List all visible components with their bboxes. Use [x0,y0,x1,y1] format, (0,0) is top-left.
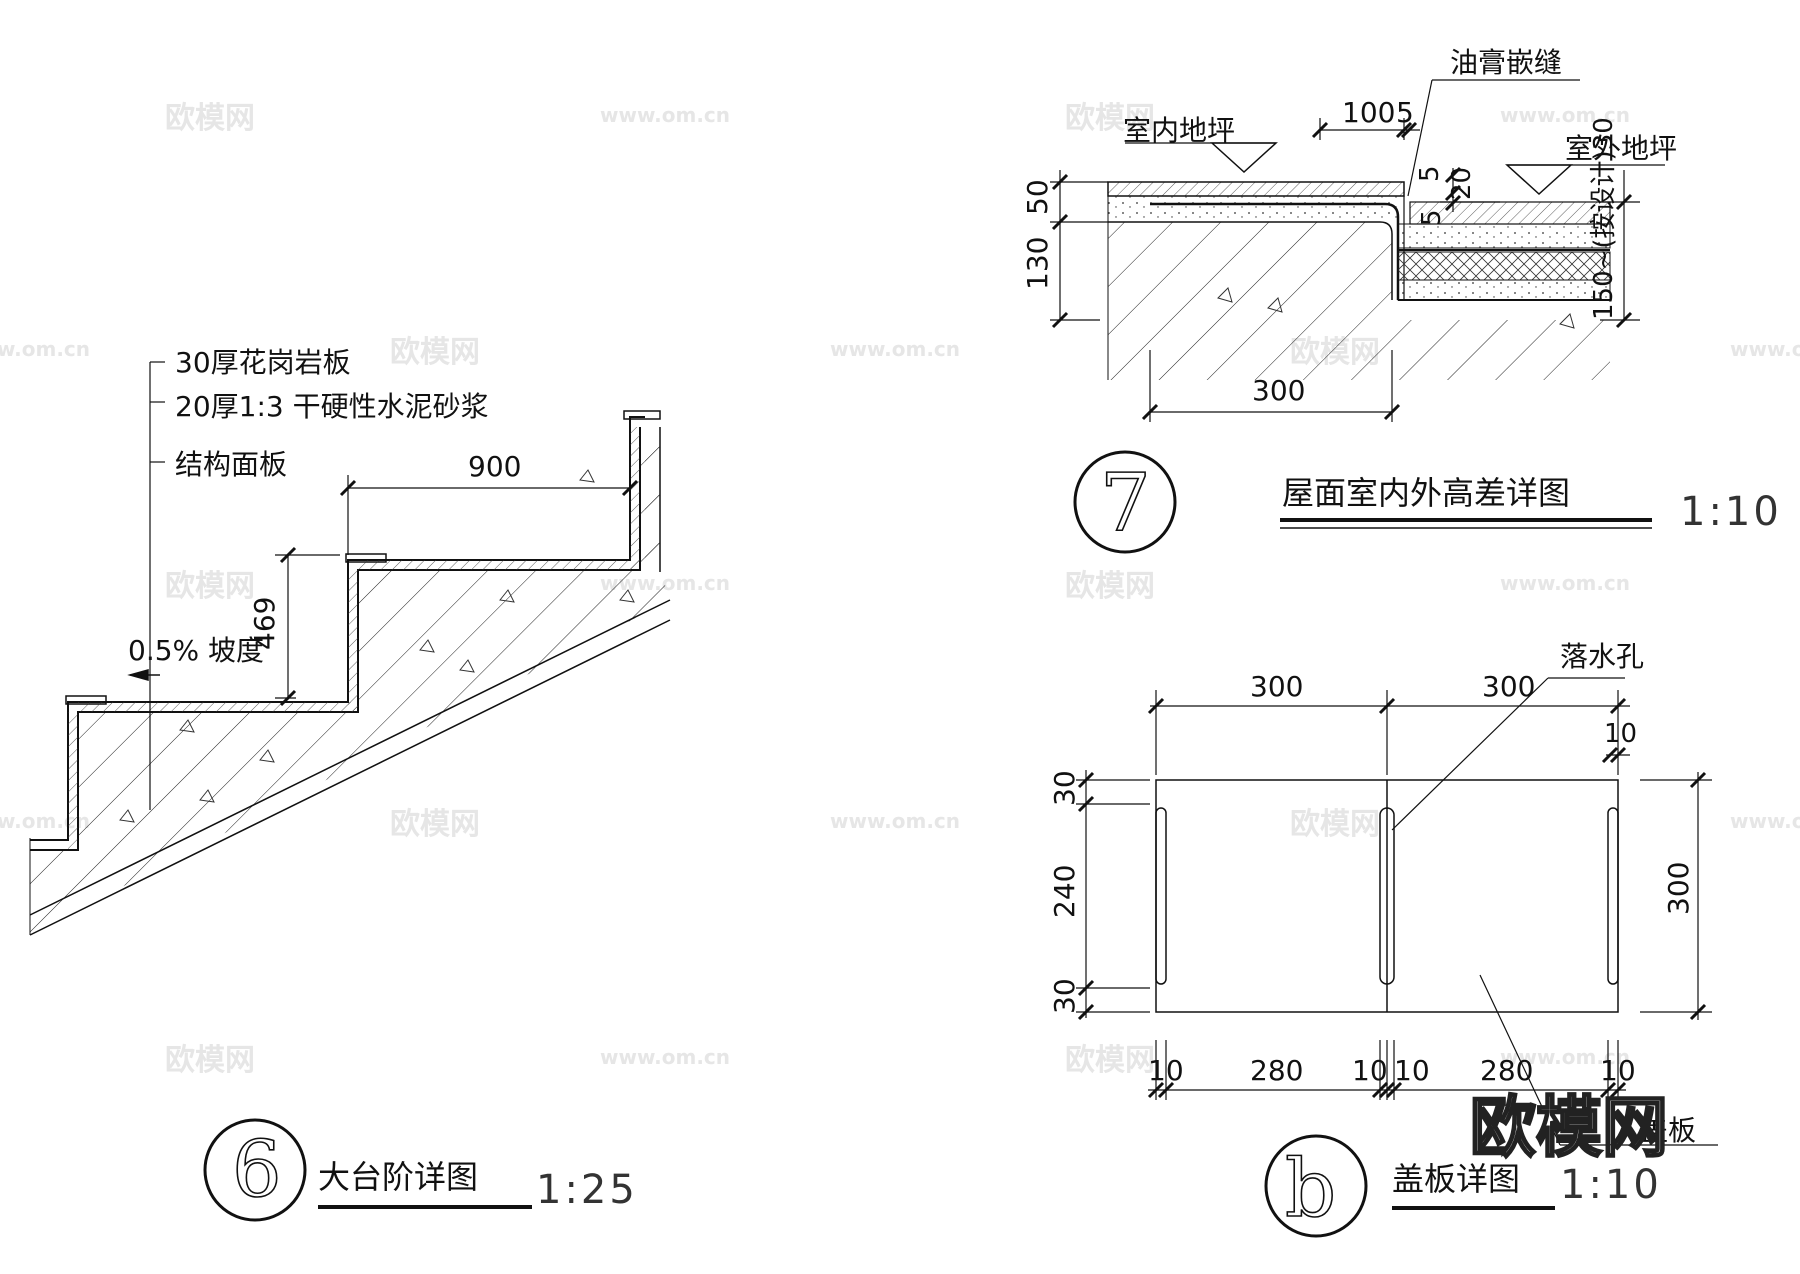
note-structure: 结构面板 [175,448,287,481]
label-hole: 落水孔 [1560,640,1644,673]
dim-top-2: 300 [1482,670,1535,703]
indoor-finish-layer [1107,181,1405,197]
watermark-url: www.om.cn [600,1045,730,1069]
stair-notes-leader [149,361,165,810]
dim-100-label: 100 [1342,96,1395,129]
dim-right-300: 300 [1662,862,1695,915]
watermark-cn: 欧模网 [1065,1043,1155,1078]
dim-bottom-5: 280 [1480,1054,1533,1087]
dim-130-label: 130 [1021,237,1054,290]
dim-bottom-2: 280 [1250,1054,1303,1087]
stair-concrete-body [30,427,670,935]
label-seal: 油膏嵌缝 [1450,46,1562,79]
label-indoor: 室内地坪 [1123,114,1235,147]
indoor-structure [1108,222,1610,380]
stair-nosing [623,410,661,420]
detail-b-title: 盖板详图 [1392,1160,1520,1198]
dim-right-label: 150~(按设计)30 [1589,117,1619,320]
detail-6-number: 6 [232,1125,282,1215]
watermark-url: www.om.cn [0,337,90,361]
note-granite: 30厚花岗岩板 [175,346,351,379]
dim-5b-label: 5 [1415,165,1445,182]
watermark-cn: 欧模网 [1065,569,1155,604]
seal-leader [1407,79,1580,197]
label-outdoor: 室外地坪 [1565,132,1677,165]
dim-left-240: 240 [1048,865,1081,918]
dim-riser-label: 469 [248,597,281,650]
dim-20-label: 20 [1447,167,1477,200]
dim-right [1600,170,1640,329]
watermark-url: www.om.cn [600,103,730,127]
watermark-cn: 欧模网 [165,101,255,136]
outdoor-level-marker [1505,164,1573,196]
dim-300 [1141,350,1401,422]
dim-50-label: 50 [1021,179,1054,215]
detail-7-title: 屋面室内外高差详图 [1282,474,1570,512]
dim-bottom-4: 10 [1394,1054,1430,1087]
detail-7-number: 7 [1100,456,1151,549]
watermark-cn: 欧模网 [1290,807,1380,842]
dim-100 [1311,118,1420,140]
drain-slot [1379,807,1395,985]
watermark-url: www.om.cn [830,809,960,833]
dim-left-b [1076,770,1150,1021]
slope-arrow [127,669,160,681]
dim-bottom-6: 10 [1600,1054,1636,1087]
slope-label: 0.5% 坡度 [128,634,264,667]
watermark-url: www.om.cn [830,337,960,361]
dim-left-30a: 30 [1048,770,1081,806]
indoor-level-marker [1210,142,1278,174]
drain-slot [1155,807,1167,985]
dim-top [1147,690,1630,775]
dim-tread-label: 900 [468,450,521,483]
watermark-cn: 欧模网 [165,569,255,604]
dim-bottom-3: 10 [1352,1054,1388,1087]
dim-5a-label: 5 [1396,96,1414,129]
dim-joint-vertical [1440,166,1500,212]
dim-top-10: 10 [1604,719,1637,749]
detail-7-circle [1073,450,1177,554]
dim-bottom-1: 10 [1148,1054,1184,1087]
watermark-cn: 欧模网 [390,335,480,370]
detail-6-scale: 1:25 [536,1167,638,1213]
watermark-url: www.om.cn [1500,103,1630,127]
detail-6-stair: 30厚花岗岩板 20厚1:3 干硬性水泥砂浆 结构面板 900 469 0.5%… [29,346,671,1222]
outdoor-layer-base [1397,279,1611,301]
detail-b-cover-plate: 落水孔 盖板 300 300 10 [1048,640,1718,1238]
dim-left-30b: 30 [1048,978,1081,1014]
dim-left [1050,170,1108,329]
dim-riser [275,546,340,707]
dim-5c-label: 5 [1417,209,1447,226]
watermark-url: www.om.cn [1500,571,1630,595]
watermark-cn: 欧模网 [165,1043,255,1078]
watermark-url: www.om.cn [1730,809,1800,833]
dim-right-b [1640,771,1712,1021]
dim-300-label: 300 [1252,374,1305,407]
detail-b-number: b [1285,1142,1336,1235]
detail-b-circle [1264,1134,1368,1238]
detail-7-scale: 1:10 [1680,489,1782,535]
note-mortar: 20厚1:3 干硬性水泥砂浆 [175,390,489,423]
dim-top-1: 300 [1250,670,1303,703]
indoor-screed-layer [1108,196,1398,222]
watermark-cn: 欧模网 [390,807,480,842]
detail-6-title: 大台阶详图 [318,1158,478,1196]
watermark-url: www.om.cn [1730,337,1800,361]
detail-7-level-difference: 室内地坪 室外地坪 油膏嵌缝 100 5 5 20 [1021,46,1782,554]
drain-slot [1607,807,1619,985]
watermark-cn: 欧模网 [1065,101,1155,136]
dim-bottom-b [1147,1040,1627,1100]
watermark-logo: 欧模网 [1470,1089,1668,1166]
dim-tread [339,475,639,555]
outdoor-layer-dots [1397,223,1611,249]
detail-6-circle [203,1118,307,1222]
label-plate: 盖板 [1640,1114,1696,1147]
detail-b-scale: 1:10 [1560,1162,1662,1208]
outdoor-layer-insulation [1397,251,1611,281]
